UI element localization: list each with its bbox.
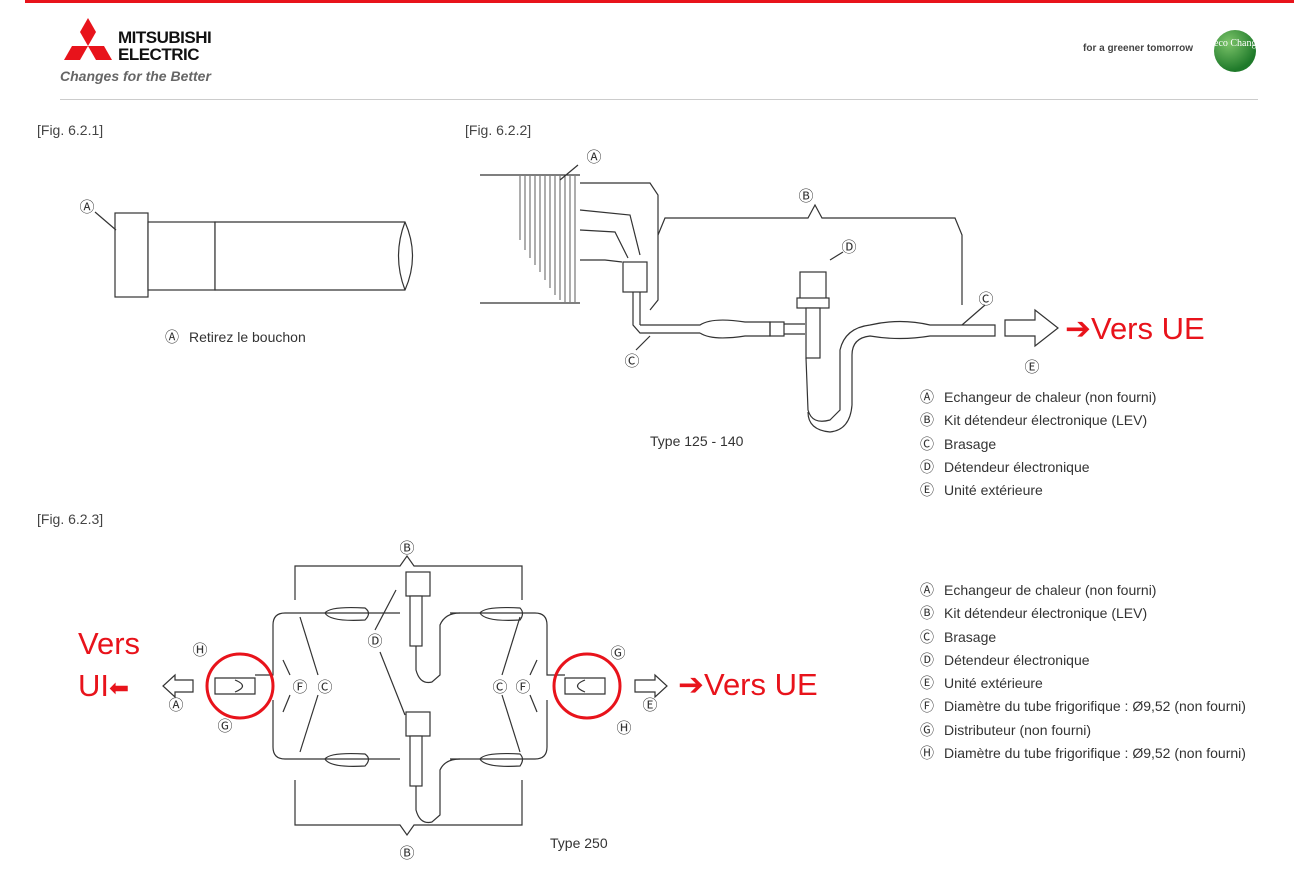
fig-6-2-3-label: [Fig. 6.2.3] (37, 511, 104, 527)
legend-key: Ⓔ (920, 675, 934, 692)
fig3-annotation-vers: Vers (78, 626, 141, 661)
legend-item: Ⓑ Kit détendeur électronique (LEV) (920, 602, 1246, 625)
legend-item: Ⓕ Diamètre du tube frigorifique : Ø9,52 (… (920, 695, 1246, 718)
annotation-ui-text: UI (78, 668, 109, 703)
legend-item: Ⓖ Distributeur (non fourni) (920, 719, 1246, 742)
fig2-annotation-vers-ue: ➔Vers UE (1065, 311, 1205, 346)
brand-line1: MITSUBISHI (118, 28, 212, 47)
highlight-circle-left (205, 652, 275, 720)
fig3-callout-f-right: Ⓕ (515, 679, 530, 696)
legend-text: Détendeur électronique (944, 458, 1090, 475)
legend-text: Diamètre du tube frigorifique : Ø9,52 (n… (944, 698, 1246, 715)
legend-key: Ⓔ (920, 482, 934, 499)
legend-text: Unité extérieure (944, 675, 1043, 692)
legend-text: Brasage (944, 628, 997, 645)
fig3-callout-f-left: Ⓕ (292, 679, 307, 696)
fig2-callout-e: Ⓔ (1024, 359, 1039, 376)
caption-key: Ⓐ (165, 329, 179, 345)
fig2-heat-exchanger (480, 164, 700, 334)
fig3-callout-h-left: Ⓗ (192, 642, 207, 659)
fig2-type-label: Type 125 - 140 (650, 433, 744, 449)
legend-key: Ⓐ (920, 389, 934, 405)
legend-key: Ⓓ (920, 458, 934, 475)
legend-key: Ⓓ (920, 651, 934, 668)
fig3-annotation-vers-ue: ➔Vers UE (678, 667, 818, 702)
tagline: Changes for the Better (60, 68, 211, 84)
fig1-callout-a: Ⓐ (79, 199, 94, 216)
legend-item: Ⓓ Détendeur électronique (920, 649, 1246, 672)
legend-text: Brasage (944, 435, 997, 452)
legend-key: Ⓒ (920, 628, 934, 645)
legend-text: Echangeur de chaleur (non fourni) (944, 582, 1157, 598)
legend-key: Ⓕ (920, 698, 934, 715)
fig2-callout-c-right: Ⓒ (978, 291, 993, 308)
fig3-legend: Ⓐ Echangeur de chaleur (non fourni) Ⓑ Kit … (920, 579, 1246, 765)
fig1-caption: Ⓐ Retirez le bouchon (165, 326, 306, 349)
fig2-callout-a: Ⓐ (586, 149, 601, 166)
legend-key: Ⓑ (920, 605, 934, 622)
fig-6-2-2-label: [Fig. 6.2.2] (465, 122, 532, 138)
legend-text: Kit détendeur électronique (LEV) (944, 412, 1148, 429)
legend-key: Ⓗ (920, 745, 934, 762)
fig3-callout-g-right: Ⓖ (610, 645, 625, 662)
fig3-annotation-ui: UI⬅ (78, 668, 129, 704)
top-red-rule (25, 0, 1294, 3)
fig2-callout-c-left: Ⓒ (624, 353, 639, 370)
fig3-callout-h-right: Ⓗ (616, 720, 631, 737)
fig3-lev-assembly (162, 554, 668, 837)
legend-item: Ⓔ Unité extérieure (920, 672, 1246, 695)
legend-item: Ⓒ Brasage (920, 626, 1246, 649)
legend-item: Ⓐ Echangeur de chaleur (non fourni) (920, 579, 1246, 602)
legend-text: Kit détendeur électronique (LEV) (944, 605, 1148, 622)
legend-item: Ⓗ Diamètre du tube frigorifique : Ø9,52 (… (920, 742, 1246, 765)
fig3-callout-c-left: Ⓒ (317, 679, 332, 696)
legend-text: Distributeur (non fourni) (944, 721, 1092, 738)
legend-text: Unité extérieure (944, 482, 1043, 499)
caption-text: Retirez le bouchon (189, 329, 306, 345)
fig2-lev-kit (635, 203, 1059, 433)
legend-text: Détendeur électronique (944, 651, 1090, 668)
slogan: for a greener tomorrow (1083, 43, 1194, 54)
fig3-highlight-circles (205, 652, 622, 720)
legend-item: Ⓑ Kit détendeur électronique (LEV) (920, 409, 1156, 432)
legend-item: Ⓓ Détendeur électronique (920, 456, 1156, 479)
fig3-callout-e: Ⓔ (642, 697, 657, 714)
fig3-callout-b-top: Ⓑ (399, 540, 414, 557)
fig3-type-label: Type 250 (550, 835, 608, 851)
fig3-callout-g-left: Ⓖ (217, 718, 232, 735)
fig1-pipe-drawing (94, 211, 414, 298)
legend-key: Ⓑ (920, 412, 934, 429)
legend-text: Echangeur de chaleur (non fourni) (944, 389, 1157, 405)
eco-changes-logo: eco Changes (1214, 30, 1265, 72)
brand-line2: ELECTRIC (118, 45, 200, 64)
legend-item: Ⓐ Echangeur de chaleur (non fourni) (920, 386, 1156, 409)
legend-item: Ⓔ Unité extérieure (920, 479, 1156, 502)
fig2-callout-d: Ⓓ (841, 239, 856, 256)
header-divider (60, 99, 1258, 100)
fig2-callout-b: Ⓑ (798, 188, 813, 205)
legend-key: Ⓐ (920, 582, 934, 598)
legend-key: Ⓖ (920, 721, 934, 738)
fig2-legend: Ⓐ Echangeur de chaleur (non fourni) Ⓑ Kit … (920, 386, 1156, 502)
legend-key: Ⓒ (920, 435, 934, 452)
fig3-callout-d: Ⓓ (367, 633, 382, 650)
fig-6-2-1-label: [Fig. 6.2.1] (37, 122, 104, 138)
highlight-circle-right (552, 652, 622, 720)
three-diamonds-icon (64, 18, 112, 60)
left-arrow-icon: ⬅ (109, 675, 130, 702)
fig3-callout-b-bottom: Ⓑ (399, 845, 414, 862)
legend-text: Diamètre du tube frigorifique : Ø9,52 (n… (944, 745, 1246, 762)
eco-logo-text: eco Changes (1214, 38, 1265, 49)
fig3-callout-a: Ⓐ (168, 697, 183, 714)
legend-item: Ⓒ Brasage (920, 433, 1156, 456)
fig3-callout-c-right: Ⓒ (492, 679, 507, 696)
